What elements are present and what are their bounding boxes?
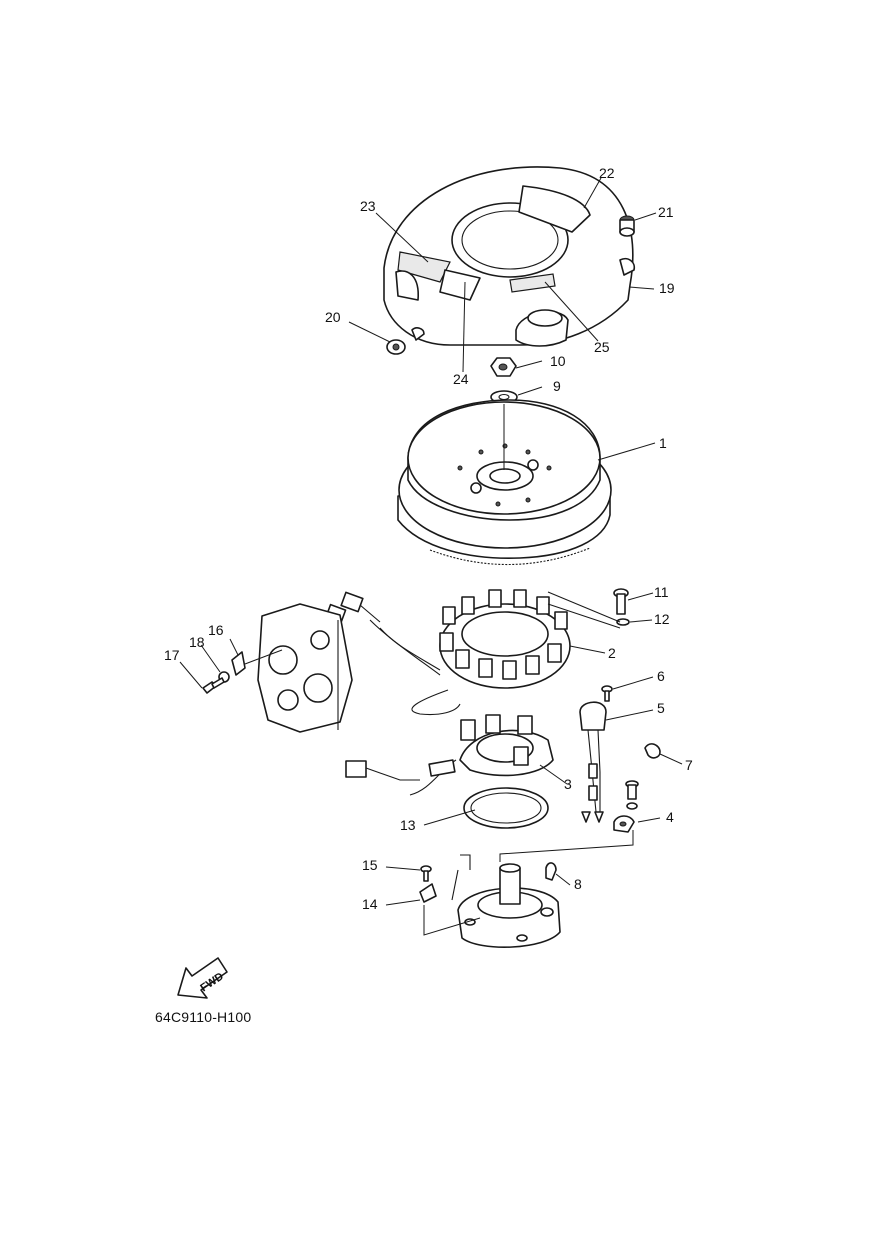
bolt-part	[613, 588, 629, 615]
callout-7: 7	[685, 757, 693, 773]
bolt-part	[625, 780, 639, 810]
screw-part	[420, 865, 432, 882]
callout-11: 11	[654, 584, 669, 600]
woodruff-key	[545, 862, 557, 881]
callout-6: 6	[657, 668, 665, 684]
callout-25: 25	[594, 339, 610, 355]
fwd-arrow-icon: FWD	[177, 957, 228, 999]
callout-labels: 1 2 3 4 5 6 7 8 9 10 11 12 13 14 15 16 1…	[164, 165, 693, 912]
crankshaft-end	[451, 854, 561, 948]
bolt-part	[202, 677, 225, 694]
grommet-part	[619, 215, 635, 237]
collar-part	[386, 339, 406, 355]
ignition-lead	[579, 701, 607, 823]
washer-part	[616, 618, 630, 626]
callout-8: 8	[574, 876, 582, 892]
callout-22: 22	[599, 165, 615, 181]
screw-part	[601, 685, 613, 702]
callout-20: 20	[325, 309, 341, 325]
pulser-coil	[345, 714, 554, 796]
callout-5: 5	[657, 700, 665, 716]
stator	[439, 589, 571, 689]
flywheel-cover	[383, 166, 636, 347]
callout-4: 4	[666, 809, 674, 825]
bracket-clip	[419, 883, 437, 903]
callout-17: 17	[164, 647, 180, 663]
callout-24: 24	[453, 371, 469, 387]
clip-part	[644, 743, 661, 759]
callout-15: 15	[362, 857, 378, 873]
callout-13: 13	[400, 817, 416, 833]
diagram-code: 64C9110-H100	[155, 1009, 252, 1025]
callout-18: 18	[189, 634, 205, 650]
callout-1: 1	[659, 435, 667, 451]
callout-23: 23	[360, 198, 376, 214]
retaining-ring	[463, 787, 549, 829]
callout-21: 21	[658, 204, 674, 220]
clamp-part	[613, 815, 635, 833]
callout-16: 16	[208, 622, 224, 638]
nut-part	[490, 357, 517, 377]
crankcase-bracket	[257, 603, 353, 733]
callout-9: 9	[553, 378, 561, 394]
callout-14: 14	[362, 896, 378, 912]
callout-3: 3	[564, 776, 572, 792]
callout-10: 10	[550, 353, 566, 369]
callout-19: 19	[659, 280, 675, 296]
leader-lines	[179, 177, 683, 936]
callout-2: 2	[608, 645, 616, 661]
callout-12: 12	[654, 611, 670, 627]
bracket-clip	[231, 651, 246, 676]
